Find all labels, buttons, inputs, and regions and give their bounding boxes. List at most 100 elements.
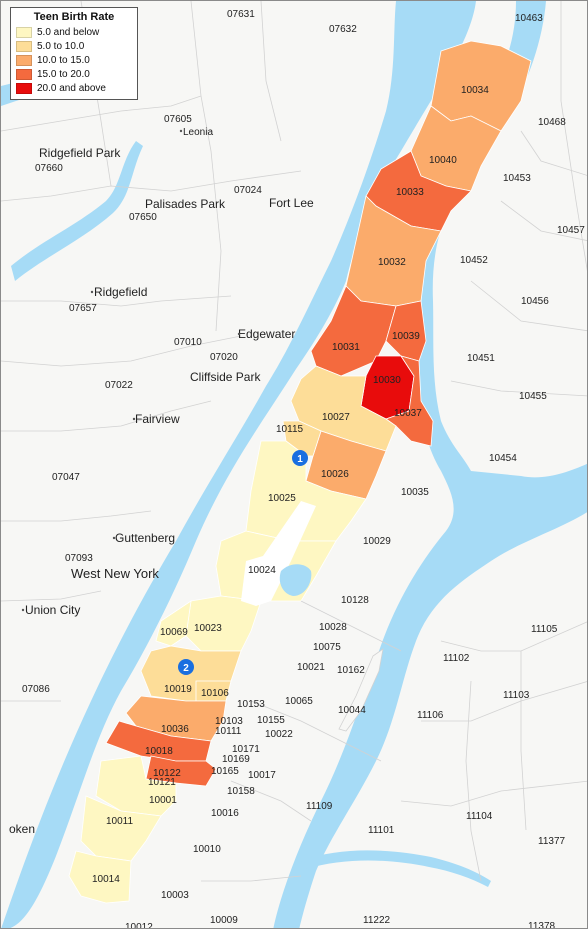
legend-item: 15.0 to 20.0 — [16, 67, 132, 81]
zip-label: 11102 — [443, 653, 470, 664]
zip-label: 11105 — [531, 624, 558, 635]
zip-label: 10016 — [211, 808, 239, 819]
zip-label: 10106 — [201, 688, 229, 699]
marker-2[interactable]: 2 — [178, 659, 194, 675]
place-label: Cliffside Park — [190, 370, 261, 384]
zip-label: 07632 — [329, 24, 357, 35]
zip-label: 10452 — [460, 255, 488, 266]
zip-area-10001[interactable] — [95, 755, 177, 817]
zip-label: 10034 — [461, 85, 489, 96]
zip-label: 07047 — [52, 472, 80, 483]
zip-label: 10033 — [396, 187, 424, 198]
zip-label: 10075 — [313, 642, 341, 653]
zip-label: 10022 — [265, 729, 293, 740]
legend-swatch — [16, 40, 32, 52]
zip-area-10011[interactable] — [80, 795, 162, 862]
reservoir — [279, 564, 312, 596]
zip-label: 11104 — [466, 811, 493, 822]
zip-area-10023[interactable] — [185, 595, 262, 652]
zip-label: 10028 — [319, 622, 347, 633]
zip-label: 10463 — [515, 13, 543, 24]
place-label: oken — [9, 822, 35, 836]
legend-item: 5.0 and below — [16, 25, 132, 39]
zip-label: 10069 — [160, 627, 188, 638]
zip-label: 07020 — [210, 352, 238, 363]
zip-label: 10035 — [401, 487, 429, 498]
zip-label: 10155 — [257, 715, 285, 726]
zip-label: 10122 — [153, 768, 181, 779]
zip-label: 10457 — [557, 225, 585, 236]
zip-label: 10040 — [429, 155, 457, 166]
zip-label: 07657 — [69, 303, 97, 314]
zip-labels: 07631 07632 10463 07605 10468 07660 1003… — [22, 9, 585, 929]
zip-label: 10451 — [467, 353, 495, 364]
marker-1[interactable]: 1 — [292, 450, 308, 466]
zip-label: 10121 — [148, 777, 176, 788]
zip-label: 11378 — [528, 921, 556, 929]
zip-label: 10468 — [538, 117, 566, 128]
zip-label: 10165 — [211, 766, 239, 777]
zip-label: 10031 — [332, 342, 360, 353]
place-labels: Leonia Ridgefield Park Palisades Park Fo… — [9, 127, 314, 836]
zip-label: 07086 — [22, 684, 50, 695]
zip-label: 10456 — [521, 296, 549, 307]
zip-label: 10030 — [373, 375, 401, 386]
place-dots — [21, 129, 241, 612]
zip-label: 07650 — [129, 212, 157, 223]
legend-label: 5.0 to 10.0 — [37, 40, 85, 52]
zip-area-10014[interactable] — [68, 850, 132, 904]
zip-label: 10027 — [322, 412, 350, 423]
place-label: Edgewater — [238, 327, 295, 341]
zip-label: 10023 — [194, 623, 222, 634]
zip-label: 07660 — [35, 163, 63, 174]
zip-label: 10128 — [341, 595, 369, 606]
zip-label: 10026 — [321, 469, 349, 480]
place-label: Ridgefield — [94, 285, 147, 299]
roosevelt-island — [338, 648, 384, 732]
place-label: Fairview — [135, 412, 180, 426]
zip-label: 11106 — [417, 710, 444, 721]
zip-area-10031[interactable] — [310, 285, 397, 377]
legend-item: 20.0 and above — [16, 81, 132, 95]
zip-label: 10009 — [210, 915, 238, 926]
zip-label: 10171 — [232, 744, 260, 755]
legend-swatch — [16, 68, 32, 80]
zip-area-10037[interactable] — [385, 355, 434, 447]
zip-label: 07631 — [227, 9, 255, 20]
zip-label: 10037 — [394, 408, 422, 419]
zip-label: 10039 — [392, 331, 420, 342]
zip-label: 10032 — [378, 257, 406, 268]
zip-label: 11377 — [538, 836, 566, 847]
place-label: Ridgefield Park — [39, 146, 121, 160]
place-label: Leonia — [183, 127, 213, 138]
legend: Teen Birth Rate 5.0 and below 5.0 to 10.… — [10, 7, 138, 100]
place-label: Palisades Park — [145, 197, 226, 211]
zip-area-10069[interactable] — [155, 600, 192, 647]
zip-label: 10024 — [248, 565, 276, 576]
zip-label: 10044 — [338, 705, 366, 716]
place-label: Guttenberg — [115, 531, 175, 545]
legend-label: 5.0 and below — [37, 26, 100, 38]
zip-label: 10010 — [193, 844, 221, 855]
zip-label: 10455 — [519, 391, 547, 402]
zip-label: 10153 — [237, 699, 265, 710]
svg-text:1: 1 — [297, 454, 303, 465]
newtown-creek — [301, 850, 491, 887]
zip-label: 07010 — [174, 337, 202, 348]
place-label: West New York — [71, 566, 159, 581]
zip-label: 10021 — [297, 662, 325, 673]
hudson-river — [1, 1, 476, 928]
zip-label: 07022 — [105, 380, 133, 391]
zip-label: 10003 — [161, 890, 189, 901]
zip-label: 10029 — [363, 536, 391, 547]
zip-label: 07093 — [65, 553, 93, 564]
zip-label: 10036 — [161, 724, 189, 735]
overpeck-creek — [11, 141, 143, 281]
zip-label: 10169 — [222, 754, 250, 765]
zip-label: 07024 — [234, 185, 262, 196]
zip-label: 10065 — [285, 696, 313, 707]
legend-title: Teen Birth Rate — [33, 11, 115, 23]
place-label: Union City — [25, 603, 80, 617]
